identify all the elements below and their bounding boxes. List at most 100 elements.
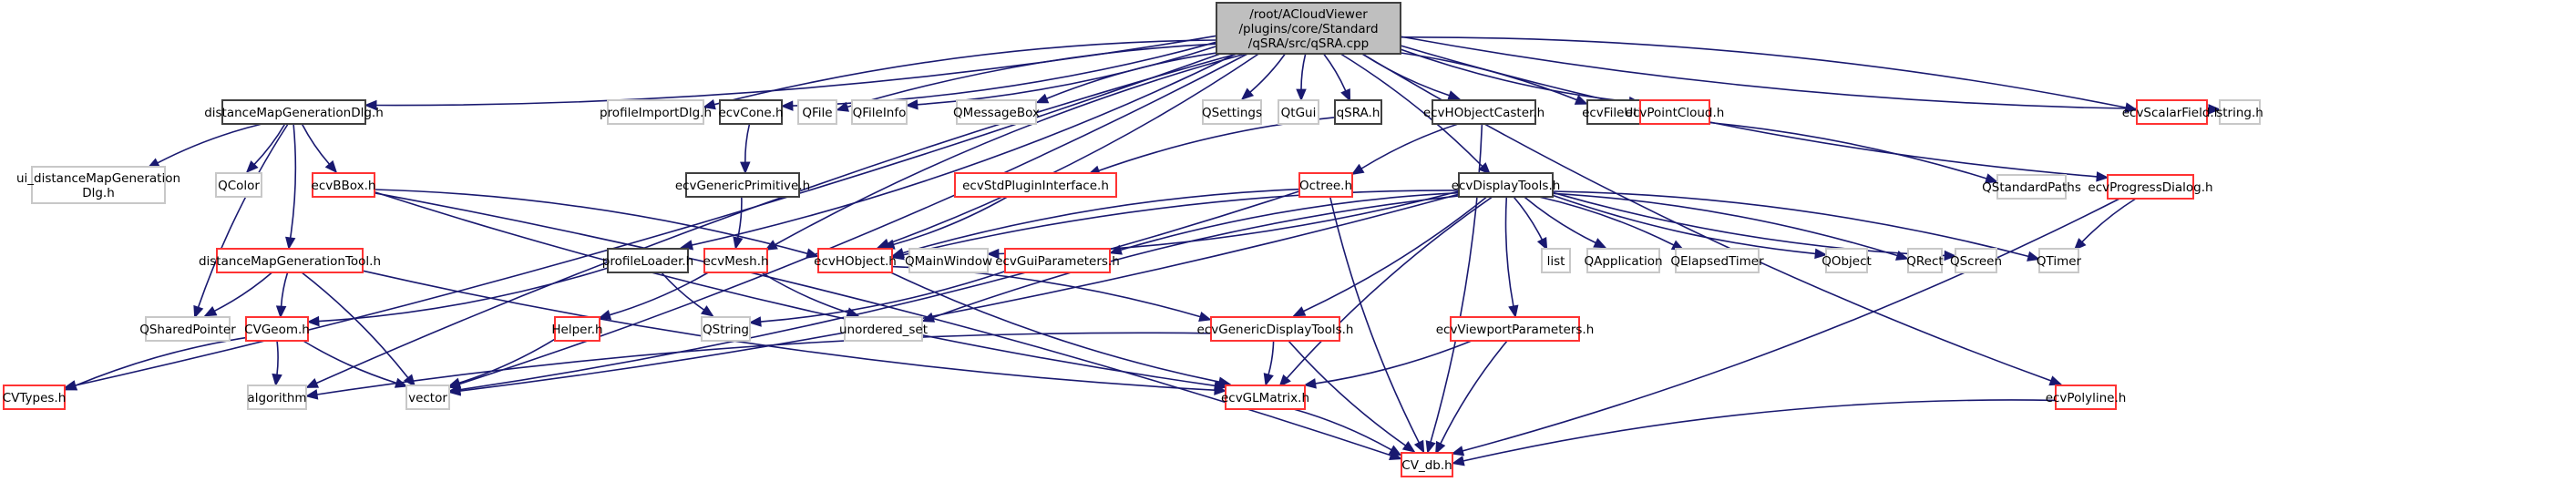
arrowhead-icon	[193, 304, 204, 319]
arrowhead-icon	[285, 236, 296, 251]
edge-line	[301, 123, 331, 165]
node-box[interactable]	[554, 316, 600, 342]
node-label: ecvDisplayTools.h	[1452, 179, 1561, 193]
arrowhead-icon	[806, 248, 819, 259]
node-ecvDisplayTools[interactable]: ecvDisplayTools.h	[1452, 172, 1561, 198]
arrowhead-icon	[203, 306, 218, 317]
edge-line	[744, 123, 751, 163]
node-ecvStdPluginInterface[interactable]: ecvStdPluginInterface.h	[954, 172, 1117, 198]
node-box[interactable]	[1298, 172, 1353, 198]
arrowhead-icon	[1478, 162, 1492, 175]
node-box[interactable]	[3, 385, 66, 410]
node-label: QtGui	[1281, 106, 1317, 120]
node-box[interactable]	[1639, 99, 1710, 125]
node-root[interactable]: /root/ACloudViewer/plugins/core/Standard…	[1216, 2, 1401, 55]
edge-distanceMapGenerationTool-to-QSharedPointer	[203, 272, 273, 317]
arrowhead-icon	[1350, 163, 1365, 175]
node-box	[701, 316, 751, 342]
node-ecvGenericPrimitive[interactable]: ecvGenericPrimitive.h	[675, 172, 810, 198]
edge-root-to-ecvProgressDialog	[1400, 45, 2109, 182]
node-ecvGLMatrix[interactable]: ecvGLMatrix.h	[1221, 385, 1309, 410]
node-box[interactable]	[2107, 174, 2194, 200]
node-profileLoader[interactable]: profileLoader.h	[602, 248, 694, 273]
node-Helper[interactable]: Helper.h	[551, 316, 603, 342]
node-box[interactable]	[216, 248, 364, 273]
node-box[interactable]	[719, 99, 783, 125]
edge-line	[1361, 53, 1450, 97]
edge-profileLoader-to-CVGeom	[306, 267, 609, 327]
node-QScreen: QScreen	[1950, 248, 2002, 273]
node-label: vector	[408, 391, 447, 405]
node-ecvBBox[interactable]: ecvBBox.h	[312, 172, 376, 198]
node-QFile: QFile	[797, 99, 837, 125]
node-ecvGuiParameters[interactable]: ecvGuiParameters.h	[995, 248, 1120, 273]
node-qSRA[interactable]: qSRA.h	[1334, 99, 1382, 125]
node-distanceMapGenerationDlg[interactable]: distanceMapGenerationDlg.h	[204, 99, 384, 125]
node-ecvViewportParameters[interactable]: ecvViewportParameters.h	[1436, 316, 1595, 342]
node-label: QSharedPointer	[139, 323, 236, 337]
edge-line	[1657, 118, 1987, 179]
node-box	[247, 385, 307, 410]
edge-line	[253, 123, 286, 165]
node-QStandardPaths: QStandardPaths	[1982, 174, 2081, 200]
node-box[interactable]	[1225, 385, 1306, 410]
edge-line	[458, 338, 556, 385]
arrowhead-icon	[272, 373, 282, 387]
node-ecvPolyline[interactable]: ecvPolyline.h	[2046, 385, 2127, 410]
node-box[interactable]	[1210, 316, 1340, 342]
edge-root-to-qSRA	[1322, 53, 1351, 102]
node-box[interactable]	[954, 172, 1117, 198]
node-label: qSRA.h	[1337, 106, 1380, 120]
node-box[interactable]	[703, 248, 768, 273]
node-box[interactable]	[1004, 248, 1111, 273]
arrowhead-icon	[1814, 248, 1828, 260]
edge-line	[902, 190, 1460, 256]
node-box[interactable]	[607, 248, 689, 273]
edge-distanceMapGenerationDlg-to-QSharedPointer	[193, 123, 289, 319]
node-list: list	[1541, 248, 1571, 273]
edge-line	[1120, 191, 1460, 251]
node-box[interactable]	[1432, 99, 1536, 125]
node-box[interactable]	[1458, 172, 1554, 198]
node-CVTypes[interactable]: CVTypes.h	[3, 385, 67, 410]
edge-root-to-profileLoader	[680, 53, 1237, 251]
node-box[interactable]	[2055, 385, 2117, 410]
node-box[interactable]	[1216, 2, 1401, 55]
arrowhead-icon	[1296, 88, 1307, 102]
edge-line	[459, 190, 1300, 391]
node-label: QFile	[802, 106, 832, 120]
edge-line	[289, 123, 297, 239]
node-box[interactable]	[245, 316, 309, 342]
node-ecvCone[interactable]: ecvCone.h	[718, 99, 784, 125]
node-ecvPointCloud[interactable]: ecvPointCloud.h	[1626, 99, 1725, 125]
node-box[interactable]	[312, 172, 375, 198]
node-label: ecvHObjectCaster.h	[1423, 106, 1545, 120]
node-box[interactable]	[685, 172, 800, 198]
node-ecvScalarField[interactable]: ecvScalarField.h	[2122, 99, 2222, 125]
node-box	[2219, 99, 2261, 125]
node-Octree[interactable]: Octree.h	[1298, 172, 1353, 198]
node-ecvHObjectCaster[interactable]: ecvHObjectCaster.h	[1423, 99, 1545, 125]
node-ecvProgressDialog[interactable]: ecvProgressDialog.h	[2088, 174, 2213, 200]
node-box[interactable]	[817, 248, 893, 273]
node-algorithm: algorithm	[247, 385, 307, 410]
edge-line	[1552, 190, 2029, 258]
arrowhead-icon	[986, 248, 1000, 260]
arrowhead-icon	[1035, 93, 1050, 104]
node-CV_db[interactable]: CV_db.h	[1401, 452, 1453, 477]
node-ecvHObject[interactable]: ecvHObject.h	[814, 248, 897, 273]
node-distanceMapGenerationTool[interactable]: distanceMapGenerationTool.h	[199, 248, 381, 273]
node-box[interactable]	[221, 99, 366, 125]
arrowhead-icon	[703, 99, 716, 110]
node-label: ecvGuiParameters.h	[995, 254, 1120, 269]
node-ecvMesh[interactable]: ecvMesh.h	[703, 248, 769, 273]
edge-ecvGenericDisplayTools-to-algorithm	[304, 332, 1212, 400]
node-ecvGenericDisplayTools[interactable]: ecvGenericDisplayTools.h	[1197, 316, 1354, 342]
node-box[interactable]	[2136, 99, 2208, 125]
edge-line	[1293, 408, 1392, 451]
node-box[interactable]	[1334, 99, 1382, 125]
node-CVGeom[interactable]: CVGeom.h	[244, 316, 310, 342]
node-box[interactable]	[1401, 452, 1453, 477]
node-label: QElapsedTimer	[1670, 254, 1764, 269]
node-box[interactable]	[1450, 316, 1580, 342]
